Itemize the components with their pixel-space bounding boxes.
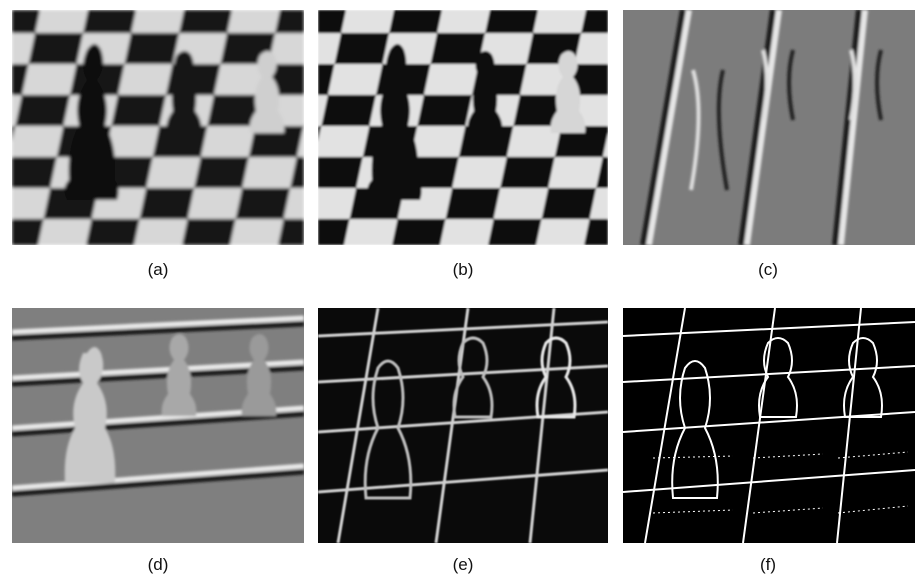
- chessboard-photo-blurred: [12, 10, 304, 245]
- panel-caption-f: (f): [759, 555, 777, 574]
- panel-caption-c: (c): [758, 260, 778, 279]
- vertical-gradient-image: [12, 308, 304, 543]
- panel-caption-a: (a): [147, 260, 169, 279]
- binary-edge-image: [623, 308, 915, 543]
- image-panel-b: [318, 10, 608, 245]
- image-panel-c: [623, 10, 915, 245]
- gradient-magnitude-image: [318, 308, 608, 543]
- panel-caption-e: (e): [452, 555, 474, 574]
- image-panel-d: [12, 308, 304, 543]
- image-panel-f: [623, 308, 915, 543]
- chessboard-photo-sharpened: [318, 10, 608, 245]
- horizontal-gradient-image: [623, 10, 915, 245]
- panel-caption-b: (b): [452, 260, 474, 279]
- image-panel-a: [12, 10, 304, 245]
- image-panel-e: [318, 308, 608, 543]
- panel-caption-d: (d): [147, 555, 169, 574]
